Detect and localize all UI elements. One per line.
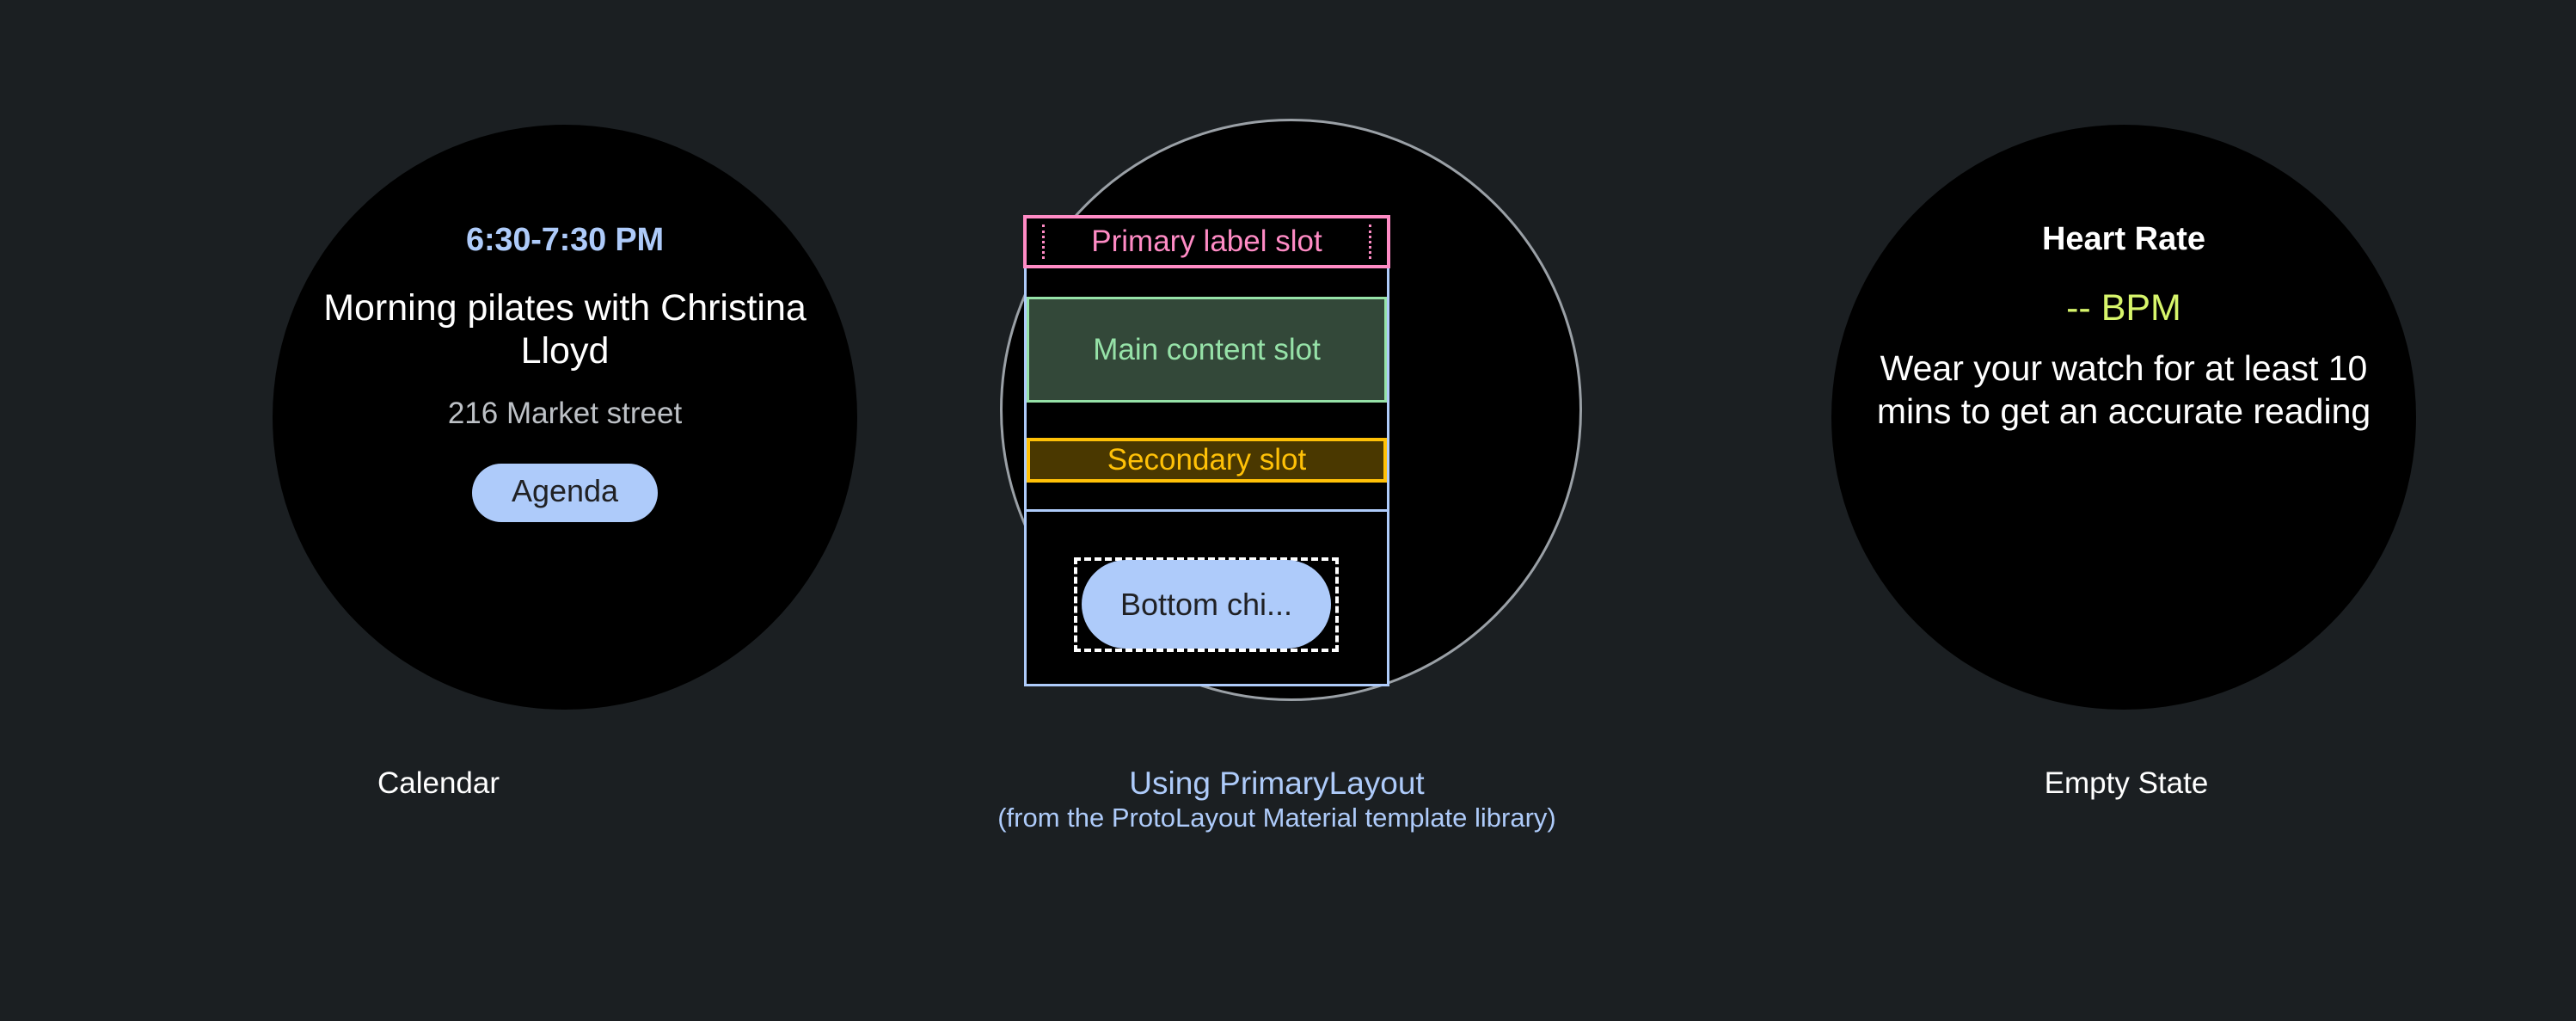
panel-empty-state: Heart Rate -- BPM Wear your watch for at… [1677, 0, 2576, 1021]
margin-guide-right-icon [1369, 224, 1371, 259]
bottom-chip-bounds [1074, 557, 1339, 652]
caption-primary-layout: Using PrimaryLayout (from the ProtoLayou… [877, 766, 1677, 834]
slot-main-content-text: Main content slot [1093, 332, 1321, 366]
watch-face-calendar: 6:30-7:30 PM Morning pilates with Christ… [273, 125, 857, 710]
empty-state-screen: Heart Rate -- BPM Wear your watch for at… [1831, 125, 2416, 710]
caption-primary-layout-subtitle: (from the ProtoLayout Material template … [997, 803, 1556, 833]
watch-face-empty-state: Heart Rate -- BPM Wear your watch for at… [1831, 125, 2416, 710]
caption-calendar: Calendar [377, 766, 500, 800]
caption-primary-layout-title: Using PrimaryLayout [1129, 766, 1425, 801]
slot-secondary[interactable]: Secondary slot [1027, 438, 1387, 483]
slot-main-content[interactable]: Main content slot [1027, 297, 1387, 403]
calendar-location: 216 Market street [447, 397, 683, 430]
calendar-screen: 6:30-7:30 PM Morning pilates with Christ… [273, 125, 857, 710]
bottom-chip-button[interactable]: Bottom chi... [1082, 560, 1331, 649]
calendar-time-range: 6:30-7:30 PM [466, 222, 664, 258]
heart-rate-value: -- BPM [2066, 287, 2181, 329]
agenda-chip-button[interactable]: Agenda [471, 464, 659, 522]
panel-primary-layout: Primary label slot Main content slot Sec… [877, 0, 1677, 1021]
margin-guide-left-icon [1042, 224, 1045, 259]
layout-divider [1024, 509, 1389, 512]
heart-rate-description: Wear your watch for at least 10 mins to … [1876, 348, 2371, 431]
slot-primary-label[interactable]: Primary label slot [1023, 215, 1390, 268]
panel-calendar: 6:30-7:30 PM Morning pilates with Christ… [0, 0, 877, 1021]
slot-primary-label-text: Primary label slot [1091, 224, 1322, 258]
heart-rate-title: Heart Rate [2041, 221, 2206, 257]
primary-layout-diagram: Primary label slot Main content slot Sec… [877, 0, 1677, 740]
caption-empty-state: Empty State [2044, 766, 2209, 800]
calendar-event-title: Morning pilates with Christina Lloyd [323, 287, 807, 372]
bottom-chip-label: Bottom chi... [1119, 586, 1293, 622]
slot-secondary-text: Secondary slot [1107, 443, 1307, 477]
